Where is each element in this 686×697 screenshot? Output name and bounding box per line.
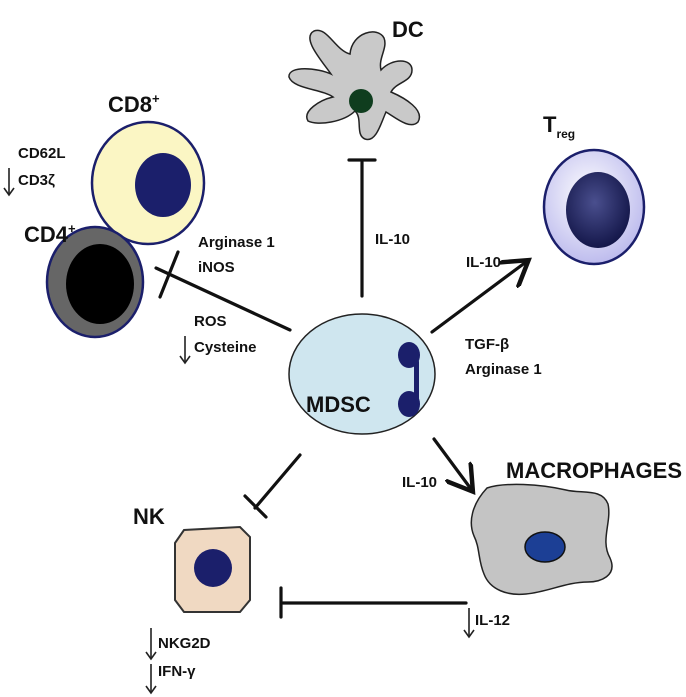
nk-inhibition-bar-top xyxy=(243,494,268,519)
tgfb-label: TGF-β xyxy=(465,336,509,353)
treg-il10-label: IL-10 xyxy=(466,254,501,271)
ifng-label: IFN-γ xyxy=(158,663,196,680)
dc-il10-label: IL-10 xyxy=(375,231,410,248)
nkg2d-label: NKG2D xyxy=(158,635,211,652)
dendritic-cell xyxy=(288,29,421,141)
il12-down-arrow-icon xyxy=(463,608,475,639)
ifng-down-arrow-icon xyxy=(145,664,157,695)
treg-cell xyxy=(542,148,646,266)
cd3z-down-arrow-icon xyxy=(3,168,15,197)
mdsc-tcell-inhibition-line xyxy=(154,266,292,332)
mdsc-nucleus-bridge xyxy=(414,360,419,400)
ros-label: ROS xyxy=(194,313,227,330)
cysteine-label: Cysteine xyxy=(194,339,257,356)
cd4-label: CD4+ xyxy=(24,221,76,247)
treg-nucleus xyxy=(566,172,630,248)
treg-label: Treg xyxy=(543,112,575,141)
mdsc-macrophage-arrow xyxy=(432,437,471,489)
cd4-t-cell xyxy=(45,225,145,339)
macrophage-cell xyxy=(470,483,613,596)
macrophage-nucleus xyxy=(524,531,566,563)
cysteine-down-arrow-icon xyxy=(179,336,191,365)
mdsc-label: MDSC xyxy=(306,392,371,417)
mdsc-cell xyxy=(288,313,436,435)
mdsc-treg-arrow xyxy=(430,262,526,334)
macrophages-label: MACROPHAGES xyxy=(506,458,682,483)
cd4-nucleus xyxy=(66,244,134,324)
cd62l-label: CD62L xyxy=(18,145,66,162)
il12-label: IL-12 xyxy=(475,612,510,629)
nk-cell xyxy=(174,525,251,613)
dc-label: DC xyxy=(392,17,424,42)
cd8-nucleus xyxy=(135,153,191,217)
nk-nucleus xyxy=(194,549,232,587)
cd8-label: CD8+ xyxy=(108,91,160,117)
cd3z-label: CD3ζ xyxy=(18,172,55,189)
tcell-inhibition-bar xyxy=(158,250,180,299)
nk-label: NK xyxy=(133,504,165,529)
dc-nucleus xyxy=(349,89,373,113)
inos-label: iNOS xyxy=(198,259,235,276)
treg-arginase-label: Arginase 1 xyxy=(465,361,542,378)
arginase-label: Arginase 1 xyxy=(198,234,275,251)
nkg2d-down-arrow-icon xyxy=(145,628,157,661)
cd8-t-cell xyxy=(90,120,206,246)
mac-il10-label: IL-10 xyxy=(402,474,437,491)
mdsc-nk-inhibition-line xyxy=(253,453,302,510)
